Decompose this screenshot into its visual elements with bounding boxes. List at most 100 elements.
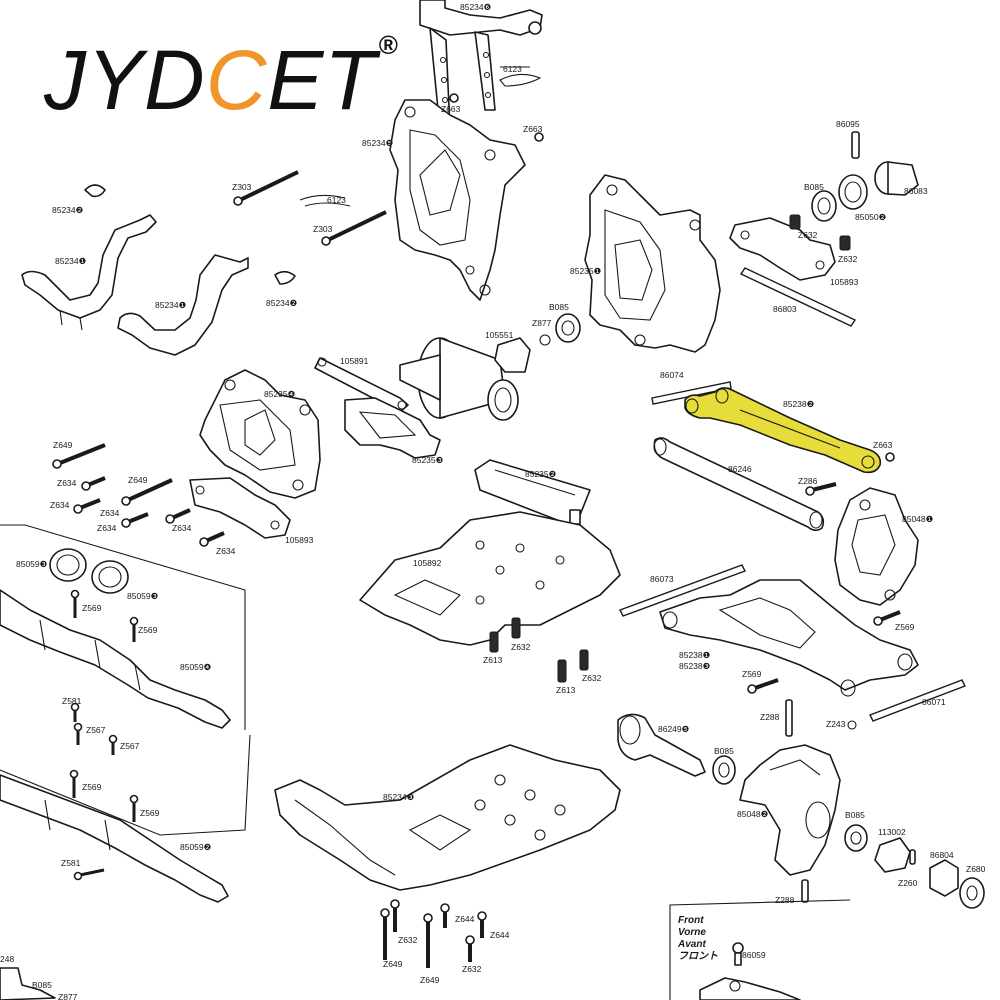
hex-hub-86804[interactable] <box>929 859 959 897</box>
shock-pin-z288-b[interactable] <box>801 879 809 903</box>
rear-bumper-85059-2[interactable] <box>0 774 229 903</box>
ball-stud-86059[interactable] <box>732 942 744 966</box>
screw-z567-b[interactable] <box>108 734 118 756</box>
label-85048-b: 85048❷ <box>737 809 769 819</box>
screw-z567-a[interactable] <box>73 722 83 746</box>
front-bulkhead[interactable] <box>199 369 321 499</box>
diff-outdrive-85050[interactable] <box>838 174 868 210</box>
bearing-b085-a[interactable] <box>811 190 837 222</box>
diff-cup-86083[interactable] <box>874 161 919 196</box>
bottom-left-part[interactable] <box>0 967 56 1000</box>
label-z663-b: Z663 <box>523 124 543 134</box>
nut-z663-b[interactable] <box>534 132 544 142</box>
label-z663-a: Z663 <box>441 104 461 114</box>
center-brace-85235-2[interactable] <box>474 459 591 526</box>
light-bucket-85059-3-b[interactable] <box>91 560 129 594</box>
label-z243: Z243 <box>826 719 846 729</box>
light-bucket-85059-3-a[interactable] <box>49 548 87 582</box>
turnbuckle-end[interactable] <box>699 977 801 1000</box>
body-clip[interactable] <box>499 73 542 87</box>
bearing-b085-b[interactable] <box>555 313 581 343</box>
hinge-pin-86071[interactable] <box>869 679 966 722</box>
screw-z634-d[interactable] <box>165 508 191 524</box>
gearbox-housing[interactable] <box>584 174 721 353</box>
shock-pin-z288-a[interactable] <box>785 699 793 737</box>
differential-assembly[interactable] <box>399 337 519 421</box>
set-screw-z632-b[interactable] <box>839 235 851 251</box>
hinge-pin-brace-105893-b[interactable] <box>189 477 291 539</box>
outdrive-pin-86095[interactable] <box>851 131 860 159</box>
pin-z260[interactable] <box>909 849 916 865</box>
lower-arm-85238[interactable] <box>659 579 919 697</box>
screw-z644-b[interactable] <box>477 911 487 938</box>
nut-z663-c[interactable] <box>885 452 895 462</box>
body-post-mount[interactable] <box>419 0 543 131</box>
rod-86074[interactable] <box>651 381 732 405</box>
label-z877-b: Z877 <box>58 992 78 1000</box>
label-85235-d: 85235❷ <box>525 469 557 479</box>
front-bumper-85059-4[interactable] <box>0 589 231 729</box>
steering-rack-85235-3[interactable] <box>344 397 441 459</box>
bearing-b085-c[interactable] <box>712 755 736 785</box>
screw-z303-b[interactable] <box>321 210 387 246</box>
screw-z634-e[interactable] <box>199 531 225 547</box>
label-85234-e: 85234❶ <box>155 300 187 310</box>
label-z303-a: Z303 <box>232 182 252 192</box>
screw-z303-a[interactable] <box>233 170 299 206</box>
wheel-nut-z680[interactable] <box>959 877 985 909</box>
hinge-pin-86803[interactable] <box>739 267 857 327</box>
pinion-gear-105551[interactable] <box>494 337 531 373</box>
hinge-pin-brace-105893-a[interactable] <box>729 217 836 281</box>
screw-z632-f[interactable] <box>465 935 475 962</box>
screw-z569-e[interactable] <box>69 769 79 799</box>
screw-z613-a[interactable] <box>489 631 499 653</box>
screw-z649-c[interactable] <box>380 908 390 960</box>
screw-z286[interactable] <box>805 482 837 496</box>
upper-arm-85238-2-highlighted[interactable] <box>684 387 882 474</box>
hub-carrier-85048-1[interactable] <box>834 487 919 606</box>
screw-z581-a[interactable] <box>70 702 80 723</box>
screw-z569-c[interactable] <box>873 610 901 626</box>
axle-86249-5[interactable] <box>617 713 706 777</box>
screw-z569-f[interactable] <box>129 794 139 823</box>
screw-z634-c[interactable] <box>121 512 149 528</box>
driveshaft-86246[interactable] <box>653 437 825 532</box>
screw-z649-b[interactable] <box>121 478 173 506</box>
body-mount-arm-a[interactable] <box>21 214 157 331</box>
clip-6123-b[interactable] <box>299 194 351 207</box>
screw-z634-b[interactable] <box>73 498 101 514</box>
screw-z649-a[interactable] <box>52 443 106 469</box>
screw-z613-b[interactable] <box>557 659 567 683</box>
body-mount-clip-b[interactable] <box>274 270 296 285</box>
screw-z632-d[interactable] <box>579 649 589 671</box>
label-85238-highlighted: 85238❷ <box>783 399 815 409</box>
body-mount-arm-b[interactable] <box>117 254 249 356</box>
chassis-plate-105892[interactable] <box>359 511 621 646</box>
bearing-b085-d[interactable] <box>844 824 868 852</box>
screw-z632-e[interactable] <box>390 899 400 932</box>
label-z613-b: Z613 <box>556 685 576 695</box>
spacer-113002[interactable] <box>874 837 911 873</box>
screw-z569-b[interactable] <box>129 616 139 643</box>
label-z569-a: Z569 <box>82 603 102 613</box>
screw-z644-a[interactable] <box>440 903 450 928</box>
e-clip-z877-a[interactable] <box>539 334 551 346</box>
hub-carrier-85048-2[interactable] <box>739 744 841 876</box>
rod-86073[interactable] <box>619 564 746 617</box>
screw-z649-d[interactable] <box>423 913 433 968</box>
rear-bulkhead[interactable] <box>389 99 526 301</box>
label-85234-c: 85234❷ <box>52 205 84 215</box>
label-z286: Z286 <box>798 476 818 486</box>
label-z634-c: Z634 <box>100 508 120 518</box>
screw-z634-a[interactable] <box>81 476 106 491</box>
body-mount-clip-a[interactable] <box>84 184 106 198</box>
screw-z581-b[interactable] <box>73 868 105 881</box>
screw-z569-a[interactable] <box>70 589 80 619</box>
nut-z663[interactable] <box>449 93 459 103</box>
logo-accent-letter: C <box>205 33 268 127</box>
skid-plate-85234-3[interactable] <box>274 744 621 891</box>
screw-z569-d[interactable] <box>747 678 779 694</box>
e-clip-z243[interactable] <box>847 720 857 730</box>
screw-z632-c[interactable] <box>511 617 521 639</box>
set-screw-z632-a[interactable] <box>789 214 801 230</box>
